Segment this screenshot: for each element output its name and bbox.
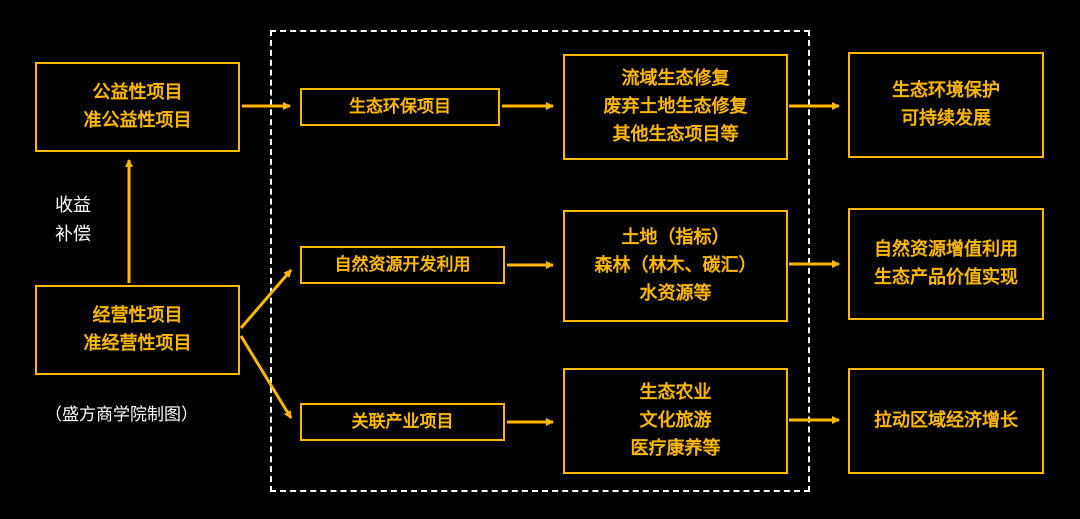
flow-label-income-compensation: 收益 补偿	[55, 195, 91, 245]
operational-project-box: 经营性项目 准经营性项目	[35, 285, 240, 375]
eco-protection-box: 生态环保项目	[300, 88, 500, 126]
public-project-box: 公益性项目 准公益性项目	[35, 62, 240, 152]
resource-items-detail-box: 土地（指标） 森林（林木、碳汇） 水资源等	[563, 210, 788, 322]
related-industry-box: 关联产业项目	[300, 403, 505, 441]
industry-items-detail-box: 生态农业 文化旅游 医疗康养等	[563, 368, 788, 474]
economy-outcome-box: 拉动区域经济增长	[848, 368, 1044, 474]
eco-projects-detail-box: 流域生态修复 废弃土地生态修复 其他生态项目等	[563, 54, 788, 160]
credit-caption: （盛方商学院制图）	[45, 405, 198, 425]
resource-outcome-box: 自然资源增值利用 生态产品价值实现	[848, 208, 1044, 320]
natural-resources-box: 自然资源开发利用	[300, 246, 505, 284]
eco-outcome-box: 生态环境保护 可持续发展	[848, 52, 1044, 158]
dashed-group-frame	[270, 30, 810, 492]
